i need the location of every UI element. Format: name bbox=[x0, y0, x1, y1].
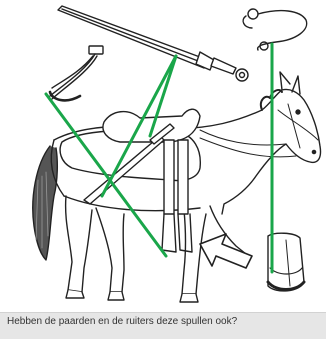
saddle-icon bbox=[59, 108, 201, 253]
bit-icon bbox=[242, 8, 308, 51]
sword-icon bbox=[57, 5, 249, 82]
pointer-line-sword bbox=[148, 54, 178, 138]
caption-text: Hebben de paarden en de ruiters deze spu… bbox=[7, 316, 238, 327]
arrow-icon bbox=[199, 233, 253, 269]
illustration bbox=[32, 5, 322, 303]
pointer-line-sword-body bbox=[100, 54, 178, 198]
stirrup-icon bbox=[48, 45, 104, 102]
caption-bar: Hebben de paarden en de ruiters deze spu… bbox=[0, 312, 326, 339]
hoof-icon bbox=[266, 232, 306, 292]
reins-icon bbox=[199, 103, 319, 158]
pointer-line-stirrup bbox=[44, 92, 168, 258]
horse-icon bbox=[32, 71, 322, 303]
